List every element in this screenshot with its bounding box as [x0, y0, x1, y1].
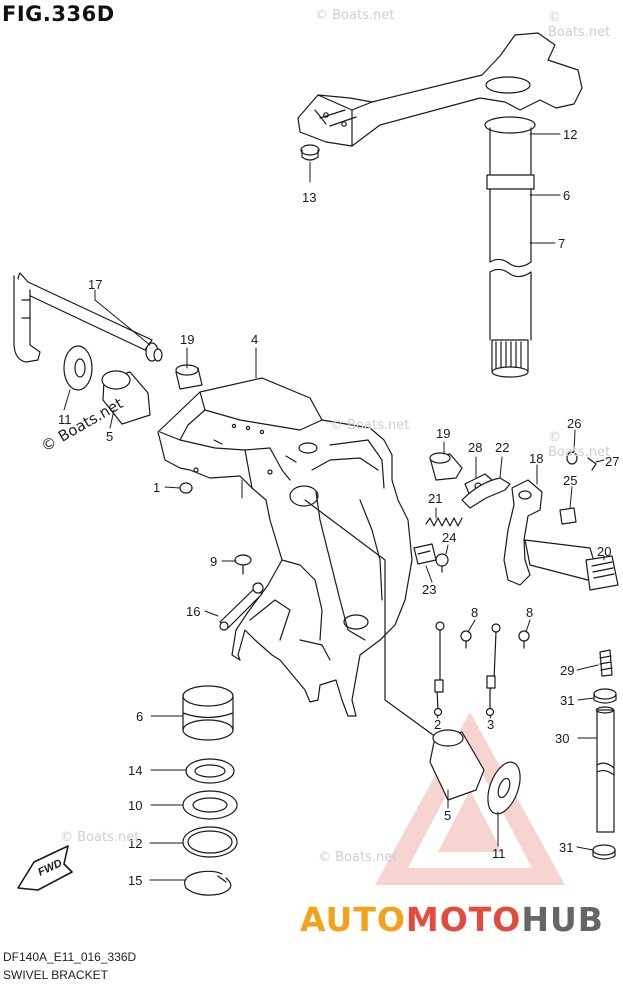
callout-15: 15 — [128, 873, 142, 888]
washer-14 — [185, 758, 235, 784]
bolt-13 — [300, 144, 320, 161]
callout-31-lower: 31 — [559, 840, 573, 855]
watermark-top: © Boats.net — [315, 8, 395, 23]
rod-16 — [219, 582, 264, 631]
callout-29: 29 — [560, 663, 574, 678]
callout-12-top: 12 — [563, 127, 577, 142]
pin-27 — [587, 457, 597, 471]
nut-25 — [559, 507, 577, 525]
callout-8-right: 8 — [526, 605, 533, 620]
callout-6-top: 6 — [563, 188, 570, 203]
brand-hub: HUB — [521, 900, 604, 939]
wire-2 — [433, 621, 445, 717]
callout-13: 13 — [302, 190, 316, 205]
callout-1: 1 — [153, 480, 160, 495]
washer-10 — [182, 790, 238, 820]
hose-30 — [595, 706, 615, 833]
callout-22: 22 — [495, 440, 509, 455]
fwd-arrow-badge: FWD — [17, 845, 73, 891]
clamp-31-upper — [593, 688, 617, 704]
plate-23 — [413, 543, 437, 565]
callout-labels: 12 6 7 13 17 19 4 11 5 1 9 16 19 28 22 2… — [58, 127, 619, 888]
callout-16: 16 — [186, 604, 200, 619]
callout-5-right: 5 — [444, 808, 451, 823]
brand-auto: AUTO — [300, 900, 406, 939]
callout-30: 30 — [555, 731, 569, 746]
watermark-bottom-left: © Boats.net — [60, 830, 140, 845]
callout-17: 17 — [88, 277, 102, 292]
tilt-tube-17 — [13, 272, 163, 363]
watermark-top-right: © Boats.net — [548, 10, 611, 40]
wire-3 — [485, 623, 501, 717]
callout-14: 14 — [128, 763, 142, 778]
bolt-24 — [435, 553, 449, 573]
callout-11-left: 11 — [58, 412, 72, 427]
callout-4: 4 — [251, 332, 258, 347]
figure-code: DF140A_E11_016_336D — [3, 950, 137, 964]
callout-25: 25 — [563, 473, 577, 488]
figure-title: FIG.336D — [2, 2, 115, 26]
spring-21 — [425, 517, 463, 527]
callout-21: 21 — [428, 491, 442, 506]
watermark-bottom: © Boats.net — [318, 850, 398, 865]
callout-10: 10 — [128, 798, 142, 813]
swivel-bracket-body — [157, 377, 413, 717]
autohub-logo-text: AUTOMOTOHUB — [300, 900, 604, 939]
bolt-8-left — [460, 630, 472, 649]
bushing-19-right — [429, 452, 463, 481]
pilot-shaft — [484, 116, 536, 378]
callout-28: 28 — [468, 440, 482, 455]
figure-name: SWIVEL BRACKET — [3, 968, 108, 982]
steering-arm — [297, 32, 583, 147]
callout-20: 20 — [597, 544, 611, 559]
callout-19-left: 19 — [180, 332, 194, 347]
callout-26: 26 — [567, 416, 581, 431]
watermark-right: © Boats.net — [548, 430, 611, 460]
washer-26 — [566, 451, 578, 465]
bracket-18 — [503, 479, 543, 586]
washer-11-left — [63, 345, 93, 391]
callout-7: 7 — [558, 236, 565, 251]
bushing-5-left — [101, 370, 151, 425]
lever-20 — [524, 539, 619, 591]
callout-12-bottom: 12 — [128, 836, 142, 851]
watermark-middle: © Boats.net — [330, 418, 410, 433]
leader-lines — [63, 133, 605, 881]
brand-moto: MOTO — [405, 900, 522, 939]
nozzle-29 — [599, 649, 613, 677]
callout-2: 2 — [434, 717, 441, 732]
washer-11-right — [487, 761, 521, 815]
callout-24: 24 — [442, 530, 456, 545]
bushing-5-right — [429, 729, 485, 801]
lever-22 — [461, 477, 511, 509]
callout-19-right: 19 — [436, 426, 450, 441]
callout-3: 3 — [487, 717, 494, 732]
callout-6-bottom: 6 — [136, 709, 143, 724]
callout-8-left: 8 — [471, 605, 478, 620]
oring-12 — [182, 826, 238, 858]
callout-9: 9 — [210, 554, 217, 569]
callout-5-left: 5 — [106, 429, 113, 444]
bushing-6-lower — [182, 685, 234, 741]
bolt-8-right — [518, 630, 530, 649]
snap-ring-15 — [184, 870, 232, 896]
callout-18: 18 — [529, 451, 543, 466]
clamp-31-lower — [592, 844, 616, 860]
callout-31-upper: 31 — [560, 693, 574, 708]
callout-23: 23 — [422, 582, 436, 597]
bushing-19-left — [175, 364, 203, 390]
callout-11-right: 11 — [492, 846, 506, 861]
assembly-guide-line — [304, 499, 441, 741]
autohub-triangle-logo — [375, 712, 565, 885]
bolt-1 — [179, 482, 193, 494]
callout-27: 27 — [605, 454, 619, 469]
bolt-9 — [234, 554, 252, 575]
